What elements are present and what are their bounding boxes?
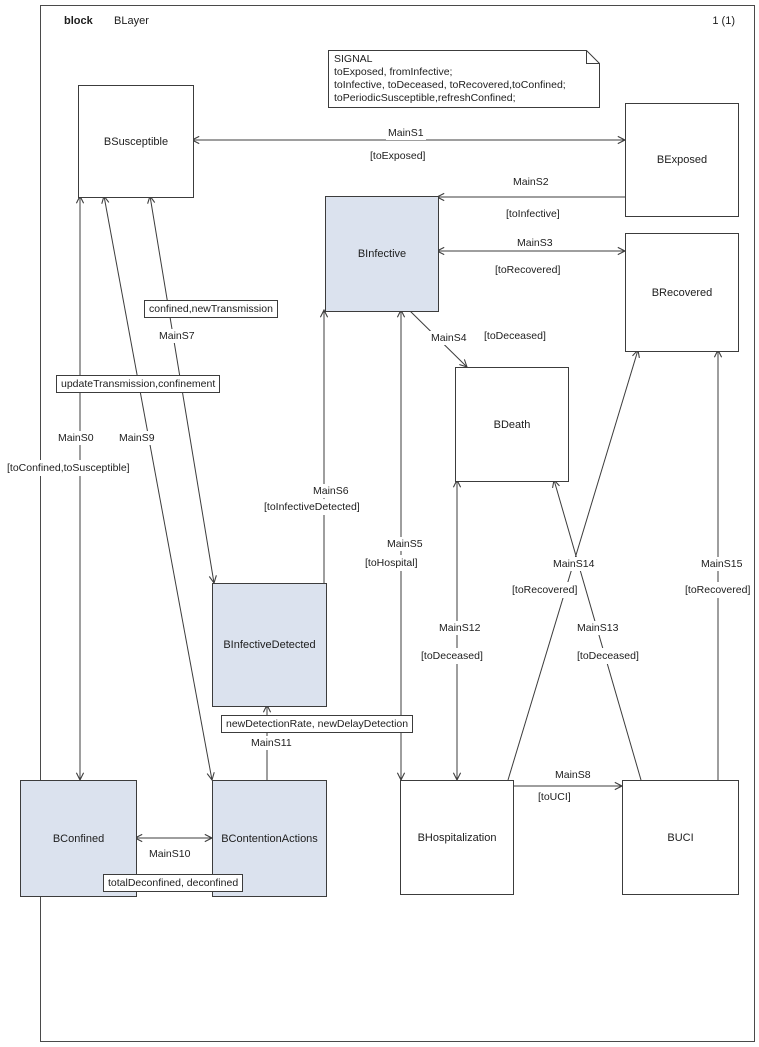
channel-mains14-signals: [toRecovered] [509, 582, 581, 598]
channel-mains5-name: MainS5 [385, 537, 425, 551]
channel-mains6-signals: [toInfectiveDetected] [261, 499, 363, 515]
channel-mains2-signals: [toInfective] [503, 206, 563, 222]
channel-mains11-signals: newDetectionRate, newDelayDetection [221, 715, 414, 733]
note-shape [328, 50, 600, 108]
channel-mains14-name: MainS14 [551, 557, 597, 571]
block-bcontentionactions: BContentionActions [212, 780, 327, 897]
channel-mains8-signals: [toUCI] [535, 789, 574, 805]
channel-mains9-name: MainS9 [117, 431, 157, 445]
channel-mains8-name: MainS8 [553, 768, 593, 782]
channel-mains15-name: MainS15 [699, 557, 745, 571]
channel-mains3-name: MainS3 [515, 236, 555, 250]
block-bsusceptible: BSusceptible [78, 85, 194, 198]
signal-note-line: toInfective, toDeceased, toRecovered,toC… [334, 79, 566, 91]
channel-mains1-signals: [toExposed] [367, 148, 429, 164]
diagram-frame [40, 5, 755, 1042]
block-bexposed: BExposed [625, 103, 739, 217]
block-label: BInfective [357, 248, 407, 260]
signal-declaration-note: SIGNAL toExposed, fromInfective; toInfec… [328, 50, 600, 108]
channel-mains2-name: MainS2 [511, 175, 551, 189]
block-binfective: BInfective [325, 196, 439, 312]
block-label: BSusceptible [103, 135, 169, 148]
block-bhospitalization: BHospitalization [400, 780, 514, 895]
block-bdeath: BDeath [455, 367, 569, 482]
block-label: BHospitalization [417, 831, 497, 844]
diagram-title: BLayer [114, 15, 149, 27]
page-number: 1 (1) [712, 15, 735, 27]
channel-mains3-signals: [toRecovered] [492, 262, 564, 278]
block-buci: BUCI [622, 780, 739, 895]
block-label: BDeath [493, 418, 531, 431]
diagram-kind-label: block [64, 15, 93, 27]
channel-mains10-signals: totalDeconfined, deconfined [103, 874, 244, 892]
channel-mains10-name: MainS10 [147, 847, 193, 861]
block-label: BInfectiveDetected [223, 639, 316, 651]
channel-mains0-signals: [toConfined,toSusceptible] [4, 460, 133, 476]
block-label: BExposed [656, 154, 708, 166]
channel-mains12-signals: [toDeceased] [418, 648, 486, 664]
channel-mains7-signals: confined,newTransmission [144, 300, 278, 318]
block-label: BConfined [52, 832, 105, 845]
block-brecovered: BRecovered [625, 233, 739, 352]
channel-mains1-name: MainS1 [386, 126, 426, 140]
channel-mains4-name: MainS4 [429, 331, 469, 345]
block-label: BContentionActions [221, 832, 318, 845]
signal-note-line: toPeriodicSusceptible,refreshConfined; [334, 92, 516, 104]
signal-declaration-text: SIGNAL toExposed, fromInfective; toInfec… [334, 53, 584, 105]
block-label: BRecovered [651, 286, 713, 299]
channel-mains9-signals: updateTransmission,confinement [56, 375, 221, 393]
channel-mains4-signals: [toDeceased] [481, 328, 549, 344]
channel-mains5-signals: [toHospital] [362, 555, 421, 571]
signal-note-line: SIGNAL [334, 53, 373, 65]
channel-mains13-signals: [toDeceased] [574, 648, 642, 664]
block-label: BUCI [667, 831, 694, 844]
channel-mains15-signals: [toRecovered] [682, 582, 754, 598]
channel-mains0-name: MainS0 [56, 431, 96, 445]
signal-note-line: toExposed, fromInfective; [334, 66, 453, 78]
channel-mains6-name: MainS6 [311, 484, 351, 498]
channel-mains13-name: MainS13 [575, 621, 621, 635]
channel-mains12-name: MainS12 [437, 621, 483, 635]
block-binfectivedetected: BInfectiveDetected [212, 583, 327, 707]
channel-mains7-name: MainS7 [157, 329, 197, 343]
channel-mains11-name: MainS11 [249, 736, 294, 750]
